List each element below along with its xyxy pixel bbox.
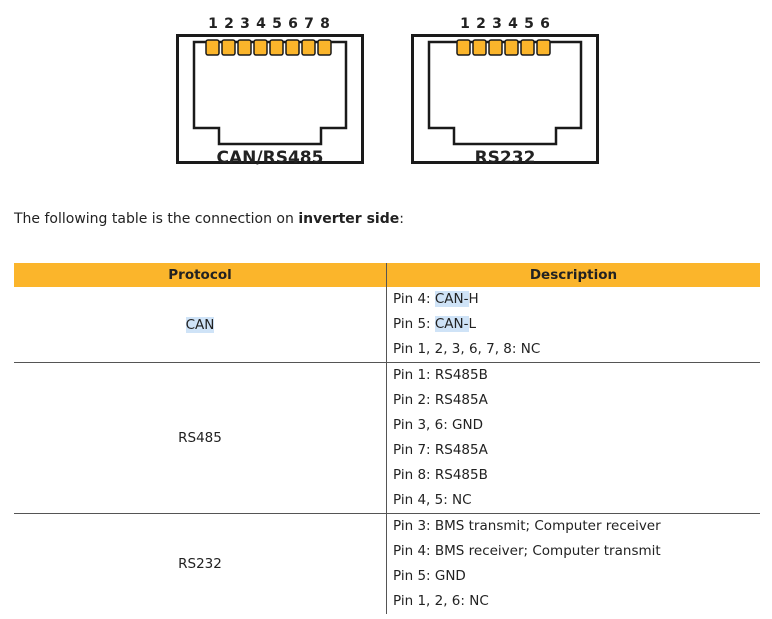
pin-number: 4 [256, 16, 266, 32]
description-line: Pin 1, 2, 6: NC [393, 593, 489, 609]
protocol-value: CAN [185, 316, 215, 333]
line-text-end: H [468, 291, 479, 307]
table-row: RS232 Pin 3: BMS transmit; Computer rece… [14, 513, 760, 614]
line-text: Pin 5: [393, 316, 435, 332]
description-line: Pin 5: CAN-L [387, 312, 760, 337]
description-line: Pin 2: RS485A [393, 392, 488, 408]
description-line: Pin 3: BMS transmit; Computer receiver [393, 518, 661, 534]
description-cell: Pin 4: CAN-H Pin 5: CAN-L Pin 1, 2, 3, 6… [387, 287, 761, 363]
description-line: Pin 5: GND [393, 568, 466, 584]
protocol-cell: RS485 [14, 362, 387, 514]
pin-number: 3 [492, 16, 502, 32]
table-row: CAN Pin 4: CAN-H Pin 5: CAN-L Pin 1, 2, … [14, 287, 760, 363]
description-cell: Pin 1: RS485B Pin 2: RS485A Pin 3, 6: GN… [386, 362, 760, 514]
intro-after: : [399, 211, 404, 227]
intro-before: The following table is the connection on [14, 211, 299, 227]
intro-bold: inverter side [298, 211, 400, 227]
line-text-end: L [468, 316, 477, 332]
pin-number: 8 [320, 16, 330, 32]
pin-numbers: 1 2 3 4 5 6 [456, 16, 554, 34]
description-header: Description [386, 263, 760, 287]
pin-number: 4 [508, 16, 518, 32]
rj11-jack-icon [411, 34, 599, 164]
protocol-header: Protocol [14, 263, 387, 287]
description-line: Pin 7: RS485A [393, 442, 488, 458]
table-row: RS485 Pin 1: RS485B Pin 2: RS485A Pin 3,… [14, 362, 760, 514]
pin-number: 7 [304, 16, 314, 32]
description-cell: Pin 3: BMS transmit; Computer receiver P… [386, 513, 760, 614]
description-line: Pin 3, 6: GND [393, 417, 483, 433]
protocol-cell: CAN [14, 287, 387, 363]
pin-number: 5 [272, 16, 282, 32]
pin-number: 2 [476, 16, 486, 32]
pin-number: 6 [540, 16, 550, 32]
rs232-label: RS232 [474, 148, 536, 168]
line-text: Pin 4: [393, 291, 435, 307]
line-highlight: CAN- [434, 316, 469, 332]
pin-number: 1 [460, 16, 470, 32]
rj45-jack-icon [176, 34, 364, 164]
description-line: Pin 4: CAN-H [387, 287, 760, 312]
pin-number: 5 [524, 16, 534, 32]
description-line: Pin 1: RS485B [393, 367, 488, 383]
description-line: Pin 1, 2, 3, 6, 7, 8: NC [393, 341, 541, 357]
can-rs485-label: CAN/RS485 [216, 148, 324, 168]
intro-text: The following table is the connection on… [14, 211, 404, 227]
description-line: Pin 4: BMS receiver; Computer transmit [393, 543, 661, 559]
pin-number: 3 [240, 16, 250, 32]
connection-table: Protocol Description CAN Pin 4: CAN-H Pi… [14, 263, 760, 614]
table-header-row: Protocol Description [14, 263, 760, 287]
protocol-cell: RS232 [14, 513, 387, 614]
description-line: Pin 4, 5: NC [393, 492, 472, 508]
rs232-connector: 1 2 3 4 5 6 [411, 14, 599, 164]
can-rs485-connector: 1 2 3 4 5 6 7 8 [176, 14, 364, 164]
line-highlight: CAN- [434, 291, 469, 307]
pin-number: 1 [208, 16, 218, 32]
pin-number: 2 [224, 16, 234, 32]
pin-numbers: 1 2 3 4 5 6 7 8 [204, 16, 334, 34]
pin-number: 6 [288, 16, 298, 32]
description-line: Pin 8: RS485B [393, 467, 488, 483]
